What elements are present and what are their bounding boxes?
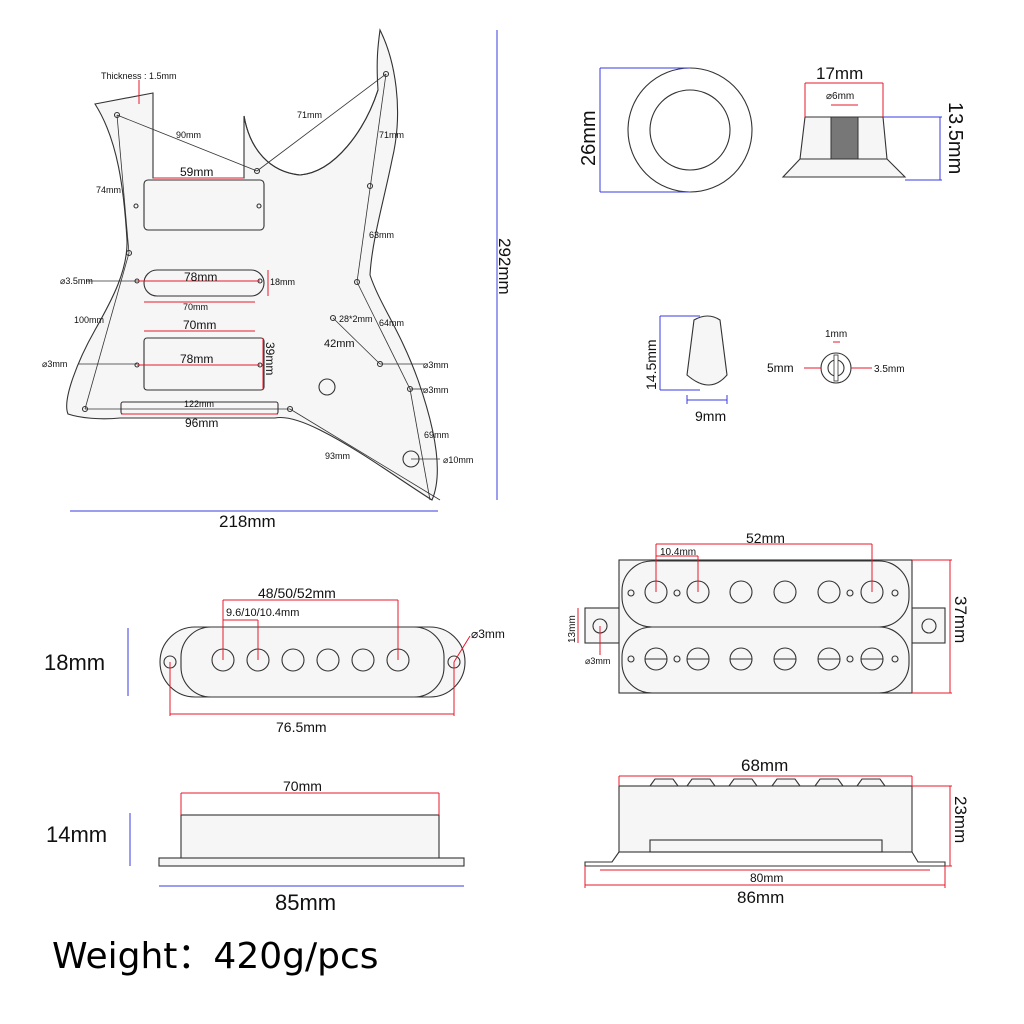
- dim-label: 39mm: [263, 342, 277, 375]
- dim-label: 70mm: [183, 302, 208, 312]
- knob-width-label: 17mm: [816, 64, 863, 83]
- pole-spacing-label: 9.6/10/10.4mm: [226, 607, 299, 619]
- side-height-label: 14mm: [46, 822, 107, 847]
- knob-shaft-label: ⌀6mm: [826, 91, 854, 102]
- dim-label: 90mm: [176, 130, 201, 140]
- pole-span-label: 48/50/52mm: [258, 585, 336, 601]
- dim-label: 78mm: [184, 270, 217, 284]
- dim-label: ⌀3.5mm: [60, 276, 93, 286]
- hb-pole-spacing-label: 10.4mm: [660, 547, 696, 558]
- pickguard-outline: [66, 28, 438, 501]
- dim-label: 18mm: [270, 277, 295, 287]
- dim-label: 74mm: [96, 185, 121, 195]
- pickguard-height-label: 292mm: [495, 238, 514, 295]
- hb-side-base-label: 86mm: [737, 888, 784, 907]
- hb-side-height-label: 23mm: [951, 796, 970, 843]
- hb-tab-label: 13mm: [567, 615, 578, 643]
- dim-label: 64mm: [379, 318, 404, 328]
- hb-hole-label: ⌀3mm: [585, 656, 610, 666]
- hole-label: ⌀3mm: [471, 627, 505, 641]
- dim-label: 71mm: [297, 110, 322, 120]
- tip-inner-label: 3.5mm: [874, 364, 905, 375]
- tip-height-label: 14.5mm: [643, 339, 659, 390]
- hb-width-label: 37mm: [951, 596, 970, 643]
- dim-label: 78mm: [180, 352, 213, 366]
- single-coil-height-label: 18mm: [44, 650, 105, 675]
- dim-label: 100mm: [74, 315, 104, 325]
- single-coil-length-label: 76.5mm: [276, 719, 327, 735]
- dim-label: 42mm: [324, 338, 355, 350]
- dim-label: 71mm: [379, 130, 404, 140]
- dim-label: 59mm: [180, 165, 213, 179]
- hb-side-inner-label: 80mm: [750, 871, 783, 885]
- dim-label: 28*2mm: [339, 314, 373, 324]
- humbucker-top-drawing: 52mm 10.4mm 13mm ⌀3mm 37mm: [567, 530, 970, 694]
- dim-label: 122mm: [184, 399, 214, 409]
- knob-diameter-label: 26mm: [578, 110, 600, 166]
- pickguard-drawing: Thickness : 1.5mm 90mm 71mm 71mm 74mm 59…: [42, 28, 514, 531]
- single-coil-side-drawing: 70mm 14mm 85mm: [46, 778, 465, 915]
- dim-label: 70mm: [183, 318, 216, 332]
- switch-tip-drawing: 14.5mm 9mm 1mm 5mm 3.5mm: [643, 315, 905, 424]
- dim-label: 63mm: [369, 230, 394, 240]
- knob-height-label: 13.5mm: [944, 102, 966, 174]
- side-base-label: 85mm: [275, 890, 336, 915]
- single-coil-top-drawing: 48/50/52mm 9.6/10/10.4mm ⌀3mm 18mm 76.5m…: [44, 585, 505, 735]
- dim-label: ⌀3mm: [423, 385, 448, 395]
- knob-drawing: 26mm 17mm ⌀6mm 13.5mm: [578, 64, 966, 193]
- dim-label: ⌀10mm: [443, 455, 473, 465]
- side-top-label: 70mm: [283, 778, 322, 794]
- weight-label: Weight：420g/pcs: [52, 936, 379, 977]
- thickness-label: Thickness : 1.5mm: [101, 71, 177, 81]
- dim-label: 93mm: [325, 451, 350, 461]
- dim-label: 96mm: [185, 416, 218, 430]
- tip-outer-label: 5mm: [767, 361, 794, 375]
- dim-label: ⌀3mm: [423, 360, 448, 370]
- pickguard-width-label: 218mm: [219, 512, 276, 531]
- dim-label: ⌀3mm: [42, 359, 67, 369]
- tip-width-label: 9mm: [695, 408, 726, 424]
- hb-pole-span-label: 52mm: [746, 530, 785, 546]
- hb-side-top-label: 68mm: [741, 756, 788, 775]
- humbucker-side-drawing: 68mm 23mm 80mm 86mm: [584, 756, 970, 907]
- dim-label: 69mm: [424, 430, 449, 440]
- tip-slot-label: 1mm: [825, 329, 847, 340]
